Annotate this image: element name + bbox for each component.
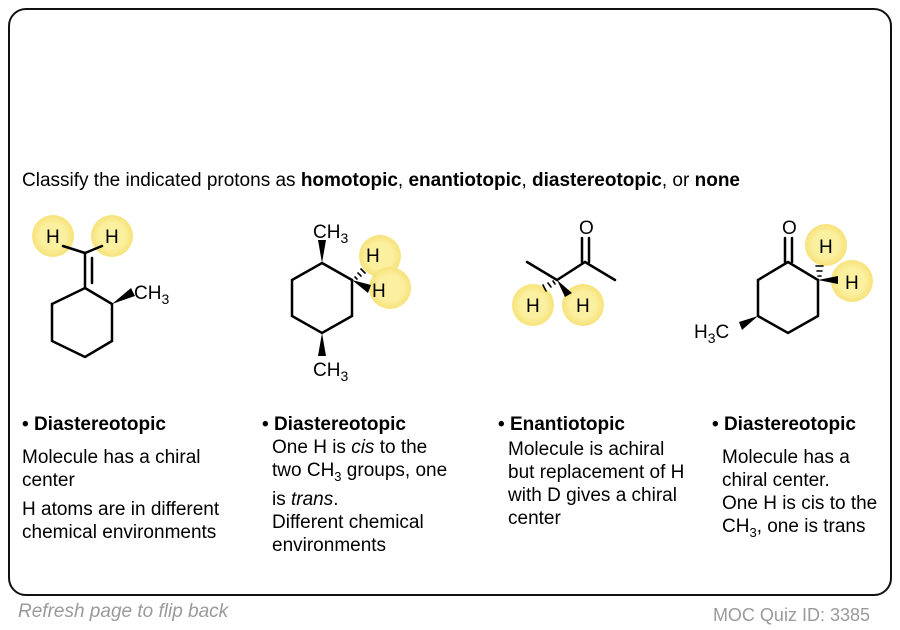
proton-highlight: [562, 284, 604, 326]
quiz-card[interactable]: [8, 8, 892, 596]
proton-highlight: [369, 267, 411, 309]
svg-text:H: H: [576, 296, 590, 317]
answer-2: • Diastereotopic One H is cis to the two…: [262, 414, 448, 556]
svg-text:CH3: CH3: [313, 360, 348, 384]
molecule-2-dimethylcyclohexane: CH3 CH3 HH: [290, 222, 411, 384]
answer-3: • Enantiotopic Molecule is achiral but r…: [498, 414, 685, 529]
proton-highlight: [512, 284, 554, 326]
molecule-4-methylcyclohexanone: O HH H3C: [694, 218, 873, 346]
answer-1: • Diastereotopic Molecule has a chiral c…: [22, 414, 220, 543]
svg-text:O: O: [782, 218, 797, 239]
proton-highlight: [359, 235, 401, 277]
svg-text:H: H: [105, 227, 119, 248]
svg-text:H: H: [372, 281, 386, 302]
molecule-1-methylenecyclohexane: H H CH3: [32, 215, 169, 359]
svg-text:H: H: [46, 227, 60, 248]
proton-highlight: [805, 224, 847, 266]
svg-text:H: H: [526, 296, 540, 317]
molecule-3-butanone: O H H: [512, 218, 617, 326]
svg-text:H: H: [366, 246, 380, 267]
svg-text:CH3: CH3: [313, 222, 348, 246]
svg-text:H: H: [845, 273, 859, 294]
svg-text:H: H: [819, 237, 833, 258]
question-text: Classify the indicated protons as homoto…: [22, 170, 740, 191]
answer-4: • Diastereotopic Molecule has a chiral c…: [712, 414, 878, 540]
svg-text:O: O: [579, 218, 594, 239]
quiz-id: MOC Quiz ID: 3385: [712, 605, 870, 625]
svg-text:CH3: CH3: [134, 283, 169, 307]
flip-back-hint[interactable]: Refresh page to flip back: [18, 601, 229, 622]
svg-text:H3C: H3C: [694, 322, 729, 346]
proton-highlight: [831, 260, 873, 302]
